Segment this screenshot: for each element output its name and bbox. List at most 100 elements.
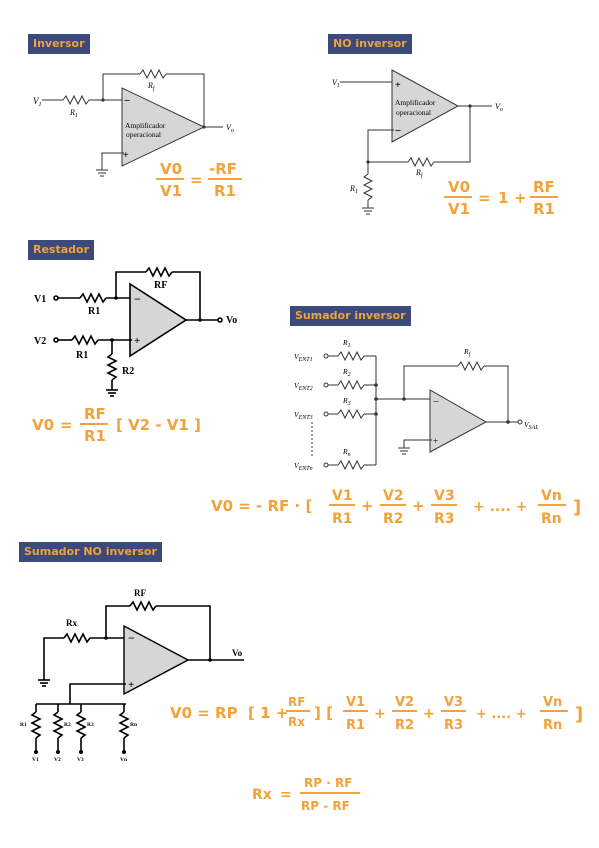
restador-formula: V0 = RF R1 [ V2 - V1 ] bbox=[32, 405, 201, 442]
svg-text:[ 1 +: [ 1 + bbox=[248, 704, 288, 722]
svg-text:RF: RF bbox=[84, 405, 106, 423]
svg-text:+: + bbox=[514, 189, 527, 207]
svg-text:V3: V3 bbox=[77, 757, 84, 763]
svg-text:VSAL: VSAL bbox=[524, 420, 539, 431]
svg-text:=: = bbox=[280, 787, 292, 803]
svg-text:R3: R3 bbox=[444, 718, 463, 733]
svg-text:Rx: Rx bbox=[252, 787, 272, 803]
svg-text:V1: V1 bbox=[33, 96, 42, 108]
svg-text:R1: R1 bbox=[69, 108, 78, 119]
svg-text:V1: V1 bbox=[34, 294, 46, 305]
svg-text:V0: V0 bbox=[32, 416, 54, 434]
svg-text:Amplificador: Amplificador bbox=[125, 121, 166, 130]
svg-text:VENT1: VENT1 bbox=[294, 352, 313, 363]
svg-text:V0: V0 bbox=[448, 178, 470, 196]
svg-text:Rf: Rf bbox=[463, 347, 472, 358]
svg-text:R1: R1 bbox=[533, 200, 555, 218]
rx-resistor bbox=[63, 632, 91, 644]
svg-text:Rn: Rn bbox=[541, 511, 562, 527]
svg-text:Vn: Vn bbox=[543, 695, 562, 710]
svg-text:V1: V1 bbox=[332, 78, 340, 89]
svg-text:]: ] bbox=[575, 704, 583, 725]
svg-text:+: + bbox=[128, 679, 134, 691]
svg-text:R1: R1 bbox=[88, 306, 100, 317]
no-inversor-circuit: V1 Amplificador operacional + − Vo Rf R1… bbox=[332, 69, 558, 218]
svg-text:R1: R1 bbox=[20, 722, 27, 728]
svg-text:+ .... +: + .... + bbox=[473, 499, 527, 515]
svg-text:R2: R2 bbox=[64, 722, 71, 728]
svg-text:R2: R2 bbox=[122, 366, 134, 377]
svg-text:+: + bbox=[361, 497, 374, 515]
rf-resistor bbox=[139, 68, 167, 80]
svg-text:+: + bbox=[123, 150, 129, 161]
svg-text:R1: R1 bbox=[342, 338, 351, 349]
inversor-formula: V0 V1 = -RF R1 bbox=[156, 160, 242, 200]
r1-top-resistor bbox=[79, 292, 107, 304]
sumador-inversor-formula: V0 = - RF · [ V1 R1 + V2 R2 + V3 R3 + ..… bbox=[211, 488, 581, 527]
no-inversor-formula: V0 V1 = 1 + RF R1 bbox=[444, 178, 558, 218]
svg-text:RF: RF bbox=[288, 695, 305, 709]
r1-resistor bbox=[62, 94, 90, 106]
rf-resistor bbox=[407, 156, 435, 168]
svg-text:R1: R1 bbox=[214, 182, 236, 200]
svg-text:+ .... +: + .... + bbox=[476, 707, 527, 722]
svg-text:R2: R2 bbox=[383, 511, 404, 527]
svg-text:R1: R1 bbox=[76, 350, 88, 361]
svg-text:Amplificador: Amplificador bbox=[395, 98, 436, 107]
svg-text:V2: V2 bbox=[54, 757, 61, 763]
svg-text:V2: V2 bbox=[395, 695, 414, 710]
svg-text:V0 = - RF · [: V0 = - RF · [ bbox=[211, 497, 312, 515]
restador-title: Restador bbox=[28, 240, 95, 260]
svg-text:Vn: Vn bbox=[120, 757, 127, 763]
opamp-triangle bbox=[123, 624, 190, 696]
svg-text:V3: V3 bbox=[434, 488, 455, 504]
sumador-no-inversor-formula: V0 = RP [ 1 + RF Rx ] [ V1 R1 + V2 R2 + … bbox=[170, 695, 583, 733]
svg-text:VENT2: VENT2 bbox=[294, 381, 313, 392]
opamp-triangle bbox=[121, 87, 206, 167]
svg-text:RP · RF: RP · RF bbox=[304, 776, 352, 790]
svg-text:V1: V1 bbox=[448, 200, 470, 218]
svg-text:+: + bbox=[412, 497, 425, 515]
svg-text:[ V2 - V1 ]: [ V2 - V1 ] bbox=[116, 416, 201, 434]
r1-resistor bbox=[362, 173, 374, 201]
svg-text:operacional: operacional bbox=[126, 130, 161, 139]
svg-text:R1: R1 bbox=[349, 184, 358, 195]
svg-text:Rx: Rx bbox=[288, 715, 305, 729]
svg-text:+: + bbox=[395, 80, 401, 91]
svg-text:V1: V1 bbox=[32, 757, 39, 763]
svg-text:=: = bbox=[478, 189, 491, 207]
sumador-inversor-circuit: VENT1 VENT2 VENT3 VENTn R1 R2 R3 Rn Rf V… bbox=[294, 338, 539, 472]
sumador-inversor-title: Sumador inversor bbox=[290, 306, 411, 326]
svg-text:V0 = RP: V0 = RP bbox=[170, 704, 238, 722]
svg-text:−: − bbox=[124, 95, 130, 107]
opamp-triangle bbox=[129, 282, 188, 358]
svg-text:Rn: Rn bbox=[130, 722, 137, 728]
svg-text:R2: R2 bbox=[395, 718, 414, 733]
svg-text:V2: V2 bbox=[34, 336, 46, 347]
rf-resistor bbox=[145, 266, 173, 278]
svg-text:R1: R1 bbox=[84, 427, 106, 442]
svg-text:RF: RF bbox=[154, 280, 167, 291]
svg-text:operacional: operacional bbox=[396, 108, 431, 117]
svg-text:Rn: Rn bbox=[342, 447, 351, 458]
rf-resistor bbox=[129, 600, 157, 612]
sumador-no-inversor-title: Sumador NO inversor bbox=[19, 542, 162, 562]
svg-text:-RF: -RF bbox=[209, 160, 237, 178]
inversor-title: Inversor bbox=[28, 34, 90, 54]
opamp-triangle bbox=[429, 389, 488, 453]
no-inversor-title: NO inversor bbox=[328, 34, 412, 54]
svg-text:V2: V2 bbox=[383, 488, 404, 504]
svg-text:R3: R3 bbox=[87, 722, 94, 728]
svg-text:R3: R3 bbox=[434, 511, 455, 527]
svg-text:V1: V1 bbox=[346, 695, 365, 710]
svg-text:1: 1 bbox=[498, 189, 508, 207]
svg-text:V1: V1 bbox=[332, 488, 353, 504]
r2-resistor bbox=[106, 353, 118, 381]
svg-text:+: + bbox=[433, 436, 438, 446]
svg-text:Rf: Rf bbox=[415, 168, 424, 179]
opamp-triangle bbox=[391, 69, 460, 143]
svg-text:Vo: Vo bbox=[226, 315, 237, 326]
svg-text:Rx: Rx bbox=[66, 618, 77, 628]
svg-text:RP - RF: RP - RF bbox=[301, 799, 350, 813]
svg-text:Vo: Vo bbox=[495, 102, 503, 113]
